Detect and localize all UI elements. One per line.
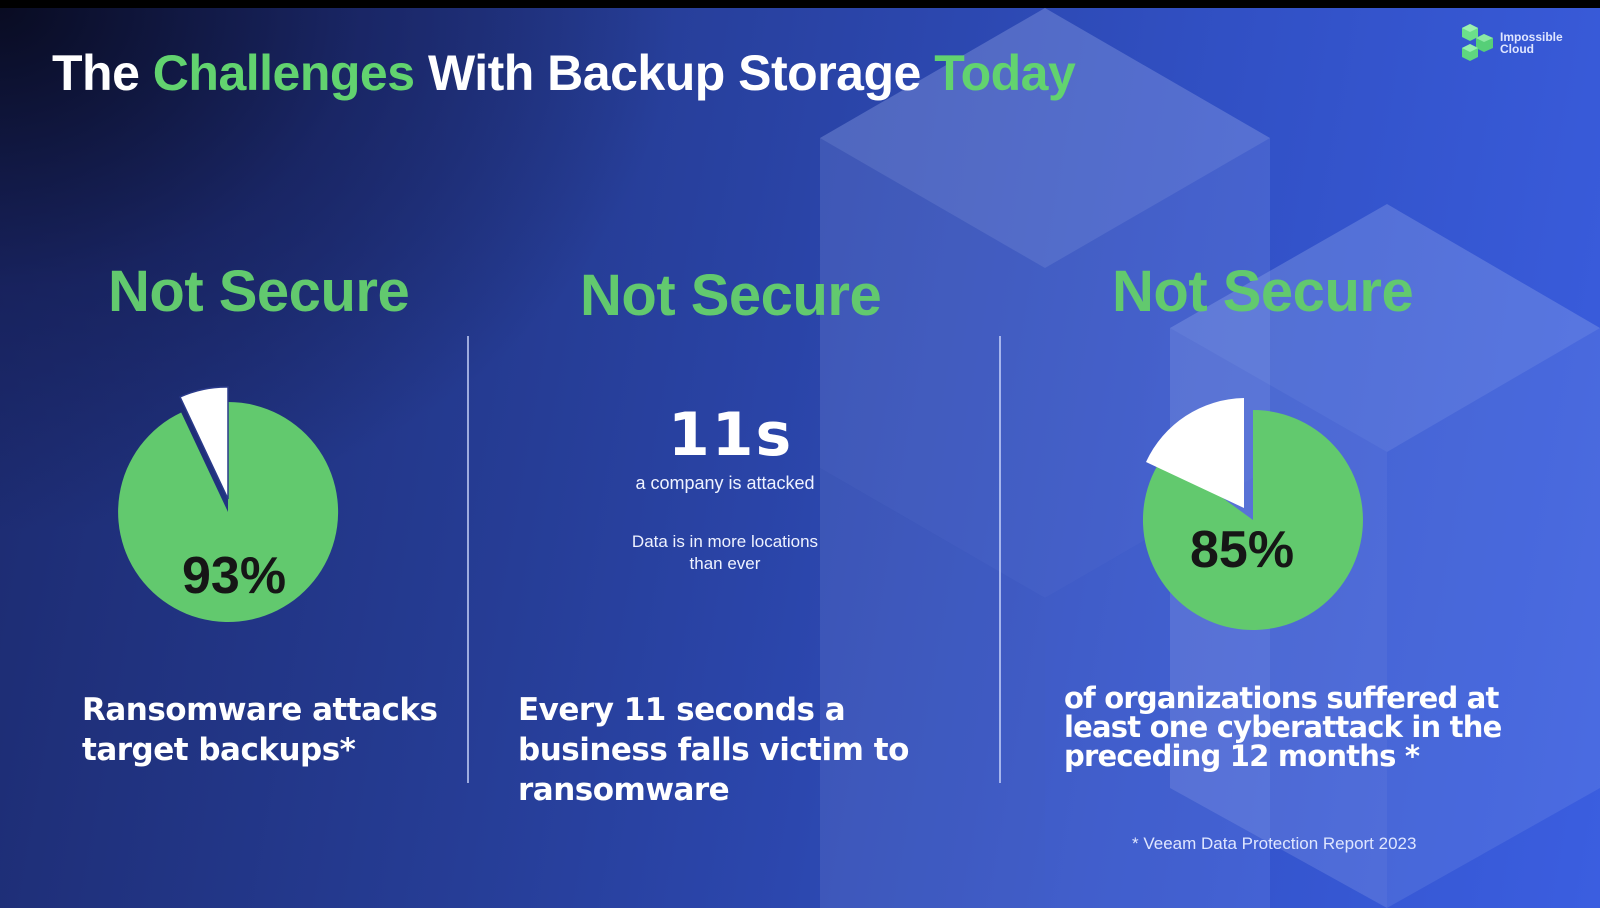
title-highlight: Today <box>934 45 1076 101</box>
title-highlight: Challenges <box>152 45 415 101</box>
logo-line-2: Cloud <box>1500 42 1534 56</box>
logo-line-1: Impossible <box>1500 30 1563 44</box>
pie-93-label: 93% <box>182 547 287 605</box>
pie-85-label: 85% <box>1190 521 1295 579</box>
column-3-caption: of organizations suffered at least one c… <box>1064 681 1502 773</box>
column-divider <box>467 336 469 783</box>
column-1-caption: Ransomware attacks target backups* <box>82 692 438 768</box>
column-3-heading: Not Secure <box>1112 259 1414 324</box>
column-divider <box>999 336 1001 783</box>
source-footnote: * Veeam Data Protection Report 2023 <box>1132 834 1417 853</box>
title-text: The <box>52 45 153 101</box>
slide: The Challenges With Backup Storage Today… <box>0 8 1600 908</box>
column-2-caption: Every 11 seconds a business falls victim… <box>518 692 909 808</box>
pie-chart-93 <box>118 386 339 622</box>
stat-note: Data is in more locations than ever <box>631 532 819 573</box>
pie-chart-85 <box>1142 398 1363 630</box>
title-text: With Backup Storage <box>414 45 935 101</box>
company-logo: Impossible Cloud <box>1462 24 1563 62</box>
stat-subtitle: a company is attacked <box>635 473 815 493</box>
stacked-cubes-icon <box>1462 24 1493 61</box>
stat-11s: 11s <box>668 400 794 470</box>
column-2-heading: Not Secure <box>580 263 882 328</box>
page-title: The Challenges With Backup Storage Today <box>52 44 1076 102</box>
column-1-heading: Not Secure <box>108 259 410 324</box>
